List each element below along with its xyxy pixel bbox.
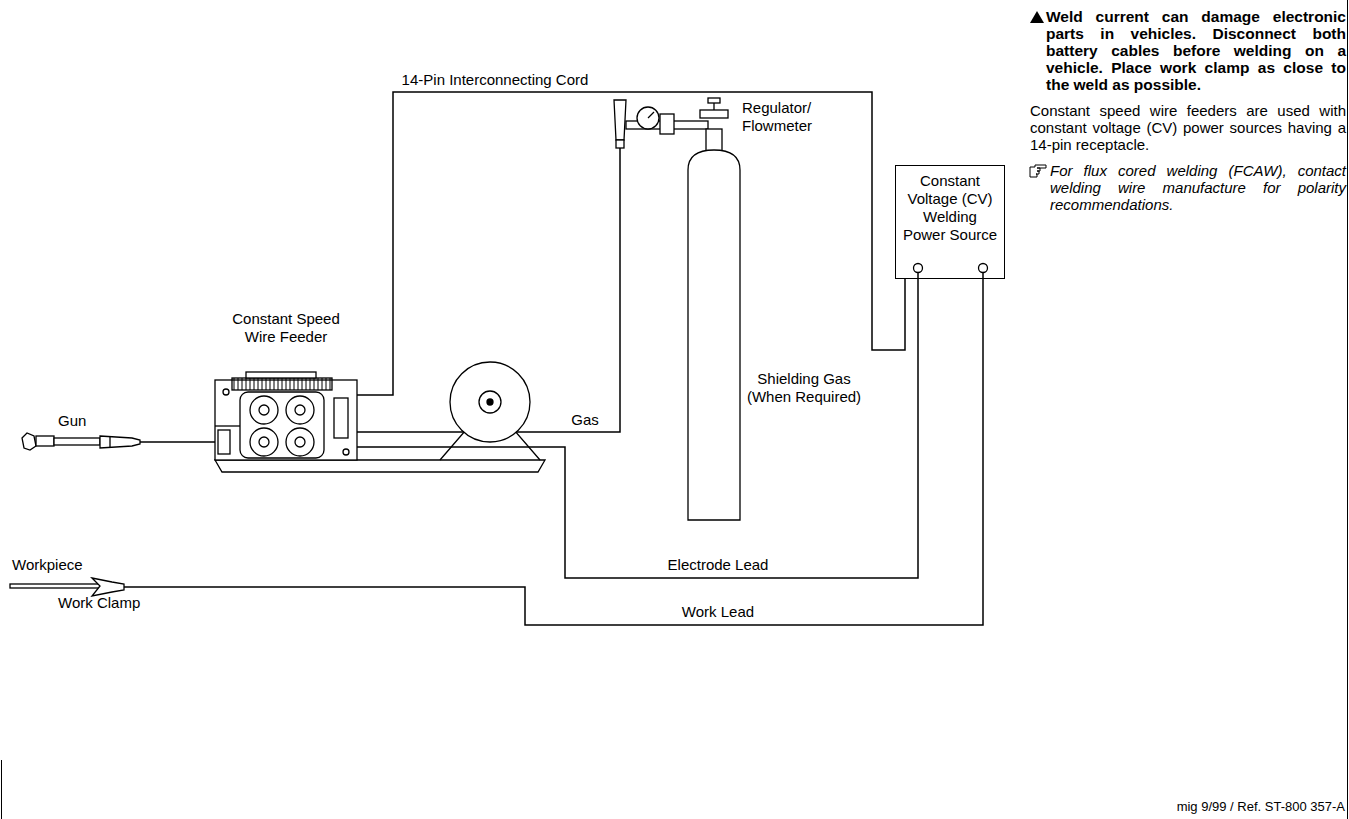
spool-stand [440, 402, 540, 460]
gun: Gun [20, 412, 140, 454]
cable-line [357, 92, 905, 395]
warning-text: Weld current can damage electronic parts… [1046, 8, 1346, 93]
work-clamp [10, 578, 170, 596]
cable-line [357, 279, 918, 578]
output-terminal [979, 264, 988, 273]
power-source-box: Constant Voltage (CV) Welding Power Sour… [895, 165, 1005, 279]
cable-line [140, 441, 215, 443]
wire-feeder-body [215, 372, 357, 460]
notes-column: Weld current can damage electronic parts… [1030, 8, 1346, 213]
cable-line [170, 279, 983, 625]
regulator-flowmeter [614, 98, 728, 148]
cable-label: Work Lead [679, 603, 757, 621]
workpiece: WorkpieceWork Clamp [8, 556, 170, 614]
node-label: Work Clamp [58, 594, 140, 612]
note-text: For flux cored welding (FCAW), contact w… [1050, 162, 1346, 213]
node-label: Gun [58, 412, 86, 430]
wire-feeder: Constant Speed Wire Feeder [215, 310, 357, 475]
base-plate [215, 460, 545, 472]
regulator: Regulator/ Flowmeter [600, 95, 830, 148]
node-label: Regulator/ Flowmeter [742, 99, 828, 135]
cable-label: Electrode Lead [665, 556, 772, 574]
node-label: Workpiece [12, 556, 83, 574]
cable-label: Gas [568, 411, 602, 429]
cable-line [357, 148, 620, 432]
frame-line [1, 760, 2, 819]
welding-gun [22, 433, 140, 450]
reference-number: mig 9/99 / Ref. ST-800 357-A [1177, 799, 1345, 814]
wire-spool [450, 362, 530, 442]
node-label: Shielding Gas (When Required) [746, 370, 862, 406]
pointing-hand [1030, 165, 1046, 177]
node-label: Constant Speed Wire Feeder [231, 310, 341, 346]
node-label: Constant Voltage (CV) Welding Power Sour… [900, 172, 1000, 244]
frame-line [1347, 0, 1348, 819]
gas-cylinder [688, 129, 740, 520]
gas-cylinder: Shielding Gas (When Required) [686, 148, 864, 522]
cable-label: 14-Pin Interconnecting Cord [399, 71, 592, 89]
warning-triangle [1030, 11, 1044, 23]
note-text: Constant speed wire feeders are used wit… [1030, 102, 1346, 153]
output-terminal [914, 264, 923, 273]
